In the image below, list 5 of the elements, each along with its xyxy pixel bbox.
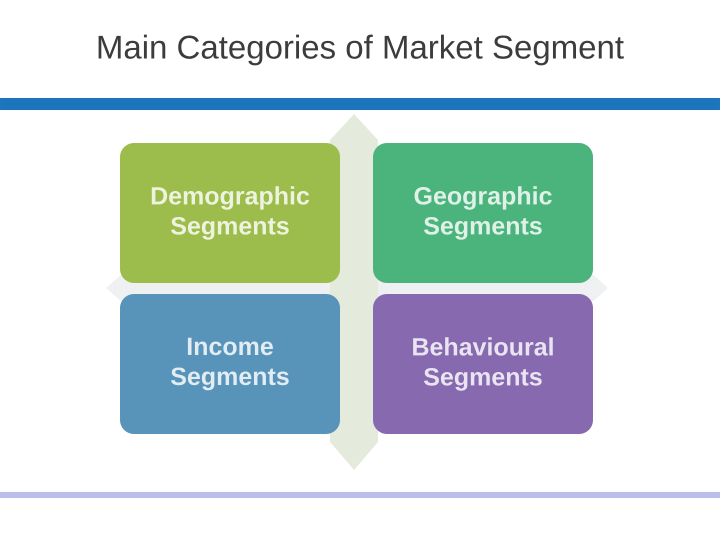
slide-title: Main Categories of Market Segment bbox=[98, 34, 624, 66]
category-box: Income Segments bbox=[120, 294, 340, 434]
category-box: Geographic Segments bbox=[373, 143, 593, 283]
category-box: Demographic Segments bbox=[120, 143, 340, 283]
category-box: Behavioural Segments bbox=[373, 294, 593, 434]
